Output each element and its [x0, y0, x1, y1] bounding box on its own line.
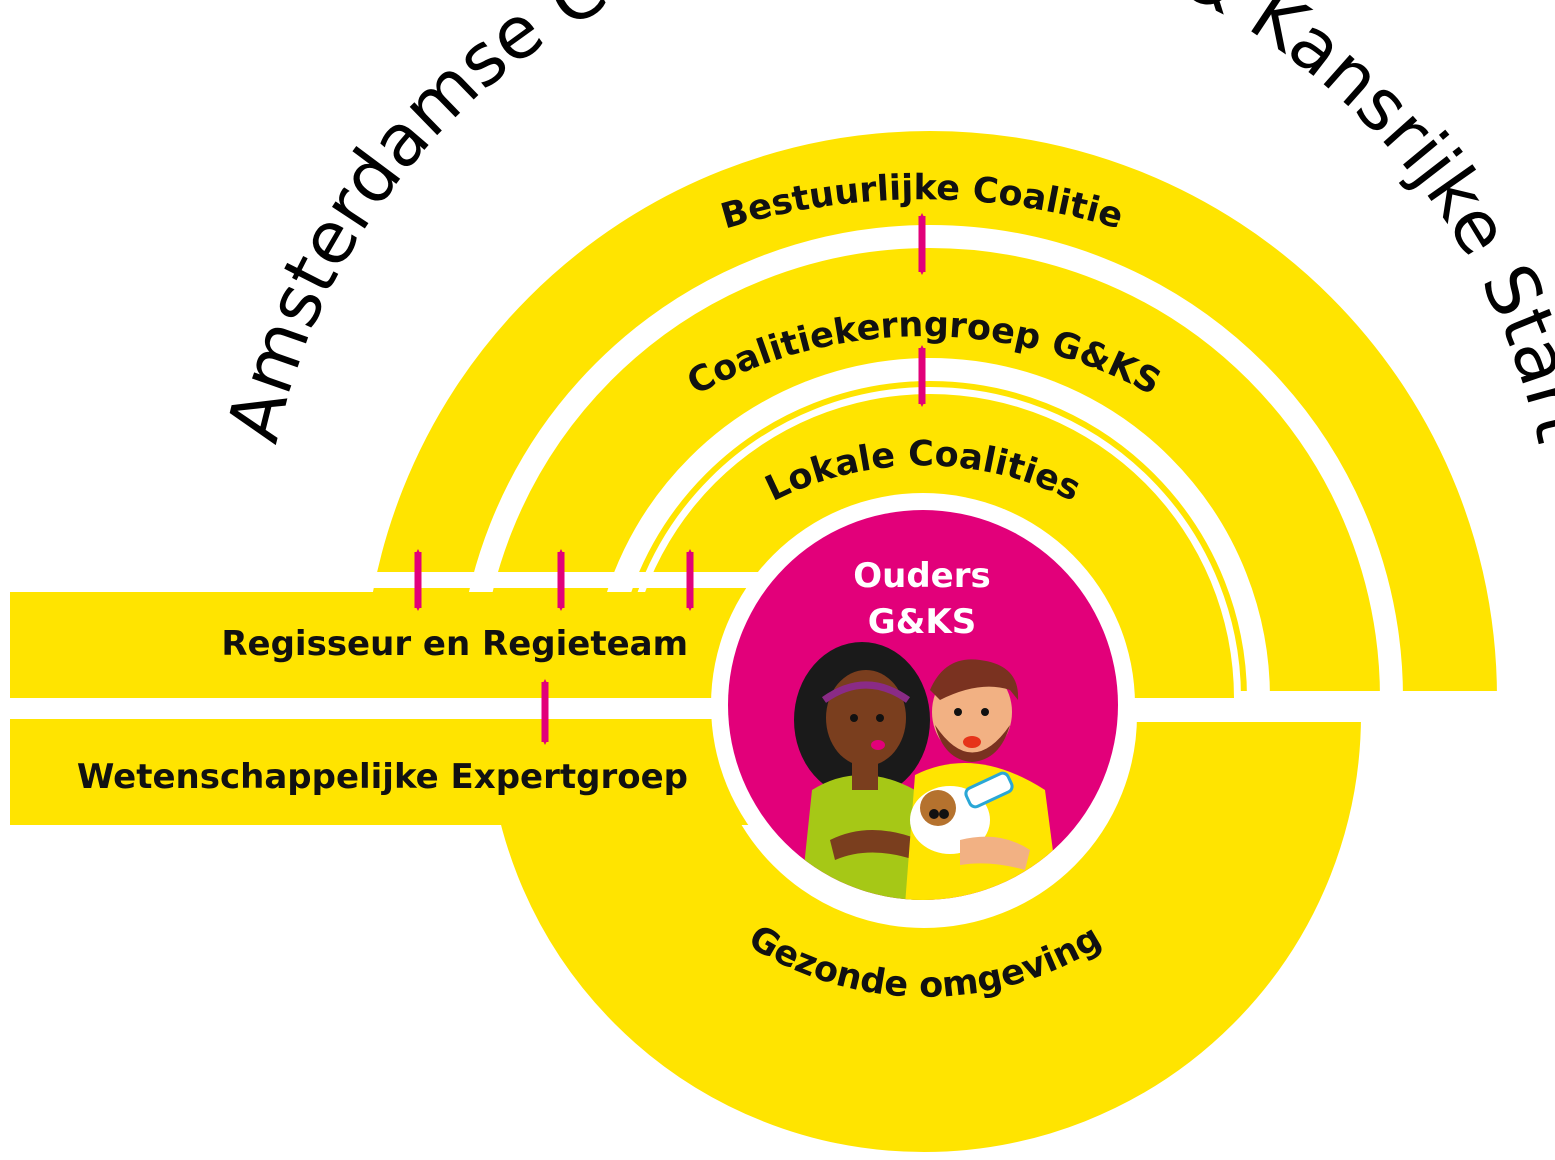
center-label-gks: G&KS	[868, 602, 976, 642]
label-regisseur-regieteam: Regisseur en Regieteam	[221, 624, 688, 664]
center-label-ouders: Ouders	[853, 556, 991, 596]
label-wetenschappelijke-expertgroep: Wetenschappelijke Expertgroep	[77, 757, 688, 797]
gap-strip-top	[0, 572, 770, 588]
